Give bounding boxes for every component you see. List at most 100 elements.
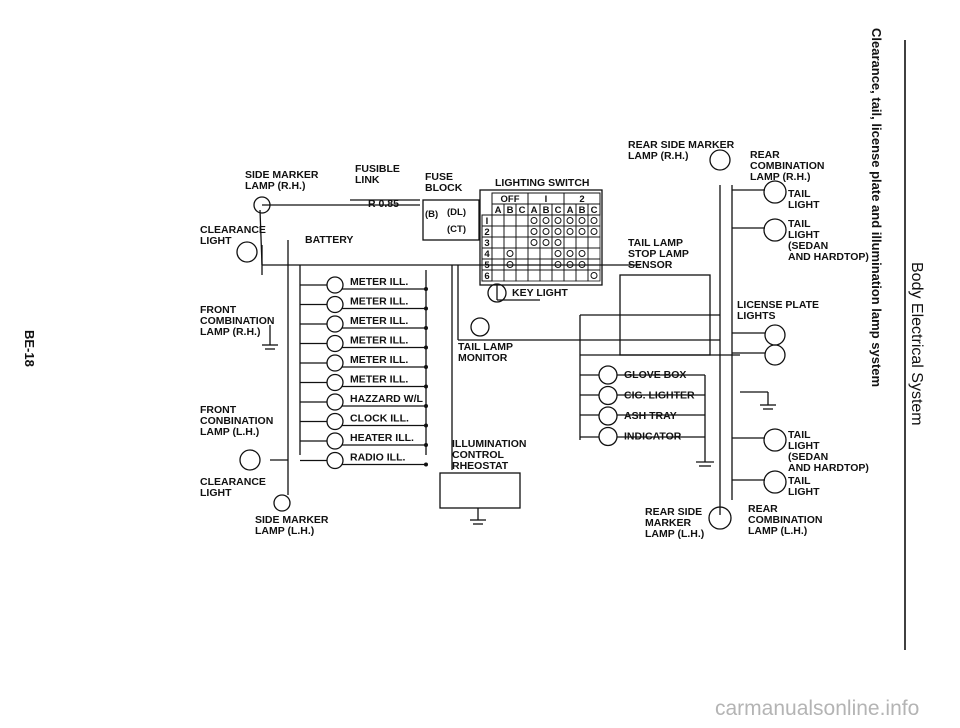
tail-lamp-monitor-lamp (470, 317, 490, 337)
rear-side-marker-lh-lamp (708, 506, 732, 530)
switch-grid-cell (575, 247, 589, 260)
switch-contact (566, 250, 574, 257)
switch-row-label: 2 (484, 227, 489, 238)
illum-lamp-label: METER ILL. (350, 335, 408, 347)
tail-light-sedan-rh-lamp (763, 218, 787, 242)
illum-lamp-symbol (326, 295, 344, 314)
fuse-b-label: (B) (425, 209, 438, 220)
fuse-dl-label: (DL) (447, 207, 466, 218)
switch-col-label: C (591, 205, 598, 216)
switch-col-label: B (543, 205, 550, 216)
switch-contact (554, 239, 562, 246)
illum-lamp-label: HEATER ILL. (350, 432, 414, 444)
license-plate-lamp-1 (764, 324, 786, 346)
switch-grid-cell (575, 269, 589, 282)
battery-label: BATTERY (305, 234, 353, 246)
illum-lamp-symbol (326, 451, 344, 470)
illum-lamp-label: RADIO ILL. (350, 452, 405, 464)
console-lamp-label: GLOVE BOX (624, 369, 686, 381)
switch-grid-cell (587, 269, 601, 282)
switch-grid-cell (539, 214, 553, 227)
junction-dot (424, 404, 428, 408)
illum-lamp-symbol (326, 354, 344, 372)
tail-light-sedan-lh-lamp (763, 428, 787, 452)
key-light-label: KEY LIGHT (512, 287, 568, 299)
tail-light-rh-lamp (763, 180, 787, 204)
switch-grid-cell (563, 214, 577, 227)
fuse-ct-label: (CT) (447, 224, 466, 235)
switch-row-label: 4 (484, 249, 490, 260)
junction-dot (424, 365, 428, 369)
switch-contact (566, 217, 574, 224)
section-header: Body Electrical System Clearance, tail, … (869, 28, 925, 650)
illum-lamp-symbol (326, 276, 344, 294)
side-marker-rh-lamp (253, 196, 271, 214)
switch-contact (506, 261, 514, 268)
switch-row-label: I (486, 216, 489, 227)
switch-contact (578, 217, 586, 224)
switch-pos-label: 2 (579, 194, 584, 205)
switch-col-label: A (567, 205, 574, 216)
switch-grid-cell (587, 236, 601, 249)
license-plate-lamp-2 (764, 344, 786, 366)
switch-grid-cell (575, 236, 589, 249)
switch-grid-cell (503, 225, 517, 238)
switch-row-label: 5 (484, 260, 490, 271)
switch-grid-cell (515, 247, 529, 260)
illum-lamp-label: METER ILL. (350, 276, 408, 288)
illum-lamp-label: HAZZARD W/L (350, 393, 423, 405)
switch-contact (578, 261, 586, 268)
illum-lamp-symbol (326, 432, 344, 450)
switch-grid-cell (551, 269, 565, 282)
switch-col-label: C (555, 205, 562, 216)
illum-lamp-symbol (326, 373, 344, 392)
switch-grid-cell (563, 247, 577, 260)
illum-lamp-label: CLOCK ILL. (350, 413, 409, 425)
illum-lamp-symbol (326, 334, 344, 353)
switch-contact (542, 217, 550, 224)
switch-grid-cell (551, 214, 565, 227)
switch-grid-cell (503, 214, 517, 227)
switch-col-label: A (495, 205, 502, 216)
switch-contact (530, 239, 538, 246)
switch-grid-cell (515, 236, 529, 249)
switch-contact (506, 250, 514, 257)
switch-grid-cell (575, 225, 589, 238)
switch-contact (542, 239, 550, 246)
illum-lamp-label: METER ILL. (350, 315, 408, 327)
switch-grid-cell (563, 269, 577, 282)
switch-grid-cell (527, 247, 541, 260)
switch-grid-cell (551, 247, 565, 260)
junction-dot (424, 443, 428, 447)
section-subtitle: Clearance, tail, license plate and illum… (869, 28, 884, 387)
switch-grid-cell (503, 247, 517, 260)
switch-pos-label: I (545, 194, 548, 205)
switch-contact (554, 228, 562, 235)
switch-grid-cell (503, 269, 517, 282)
watermark: carmanualsonline.info (715, 697, 919, 720)
switch-contact (578, 250, 586, 257)
switch-row-label: 6 (484, 271, 489, 282)
switch-contact (554, 261, 562, 268)
switch-grid-cell (491, 214, 505, 227)
switch-contact (554, 250, 562, 257)
switch-contact (590, 228, 598, 235)
switch-contact (590, 217, 598, 224)
junction-dot (424, 384, 428, 389)
switch-grid-cell (491, 269, 505, 282)
